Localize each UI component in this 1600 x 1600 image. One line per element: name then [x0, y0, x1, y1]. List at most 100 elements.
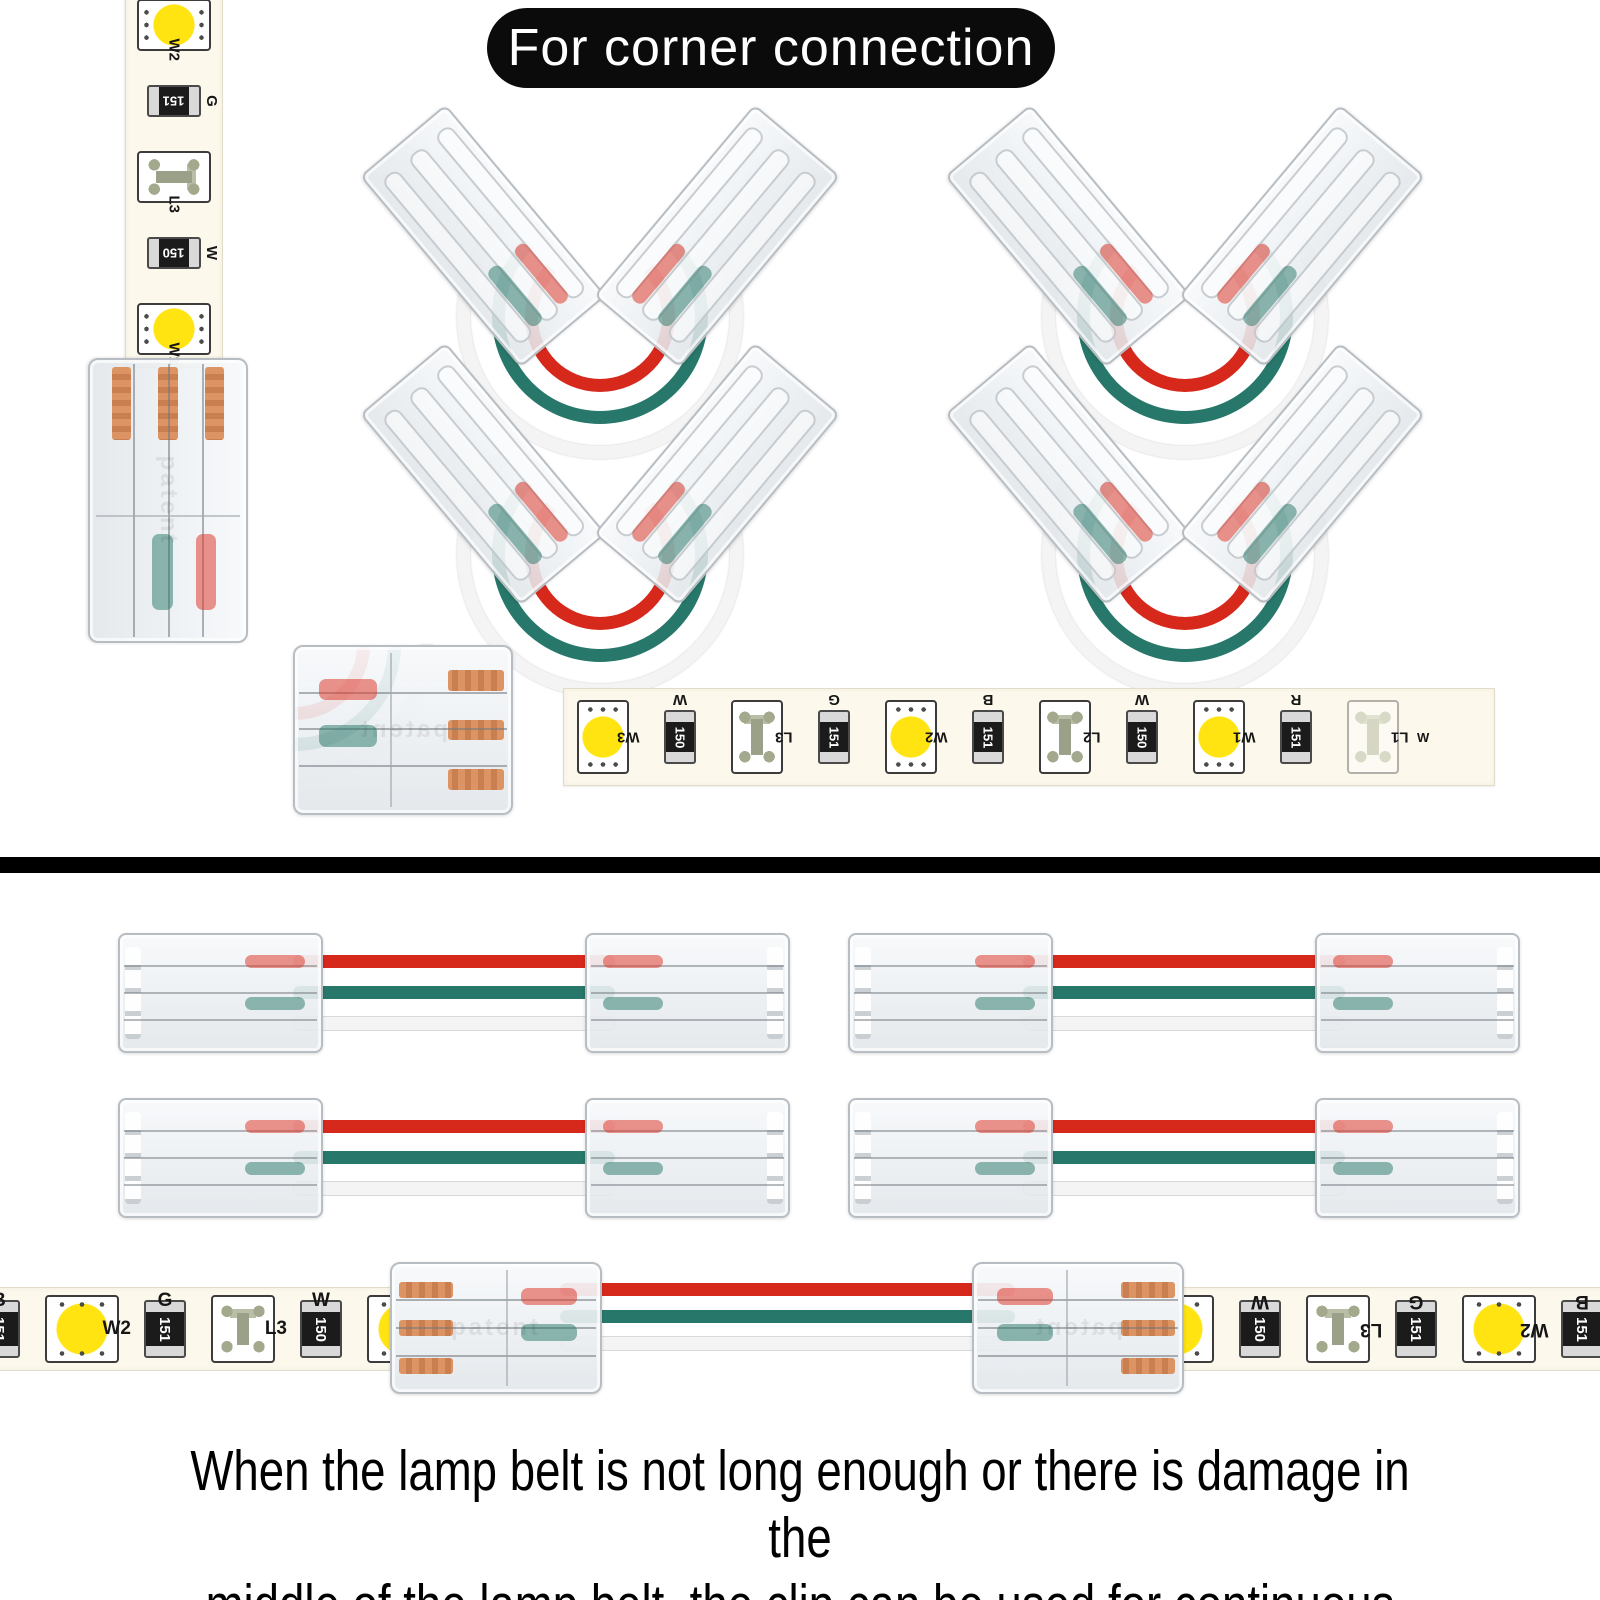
jumper-wire-green [293, 1151, 615, 1164]
red-wire-channel [996, 1288, 1054, 1305]
jumper-wire-red [293, 1120, 615, 1133]
component-body [730, 700, 783, 774]
component-body: 151 [1395, 1300, 1437, 1358]
jumper-wire-red [1023, 955, 1345, 968]
component-label: W2 [102, 1318, 132, 1339]
component-body: 150 [1125, 710, 1158, 764]
strip-component: 151 B [1550, 1288, 1600, 1370]
resistor-value: 151 [1573, 1316, 1591, 1342]
strip-component: W2 [31, 1288, 133, 1370]
component-body: 150 [1239, 1300, 1281, 1358]
component-body: 151 [1279, 710, 1312, 764]
jumper-wire-green [1023, 986, 1345, 999]
strip-component: L1 [1334, 689, 1411, 785]
led-strip: W2 151 G L3 150 W [125, 0, 223, 368]
strip-component: 150 W [289, 1288, 353, 1370]
resistor-value: 150 [163, 245, 185, 261]
red-wire-channel [520, 1288, 578, 1305]
emboss-label: patent [451, 1314, 541, 1341]
green-wire-channel [520, 1324, 578, 1341]
corner-connector [935, 342, 1435, 697]
component-body [1183, 1295, 1214, 1363]
jumper-wire-green [1023, 1151, 1345, 1164]
clip-right [585, 933, 790, 1053]
badge-label: For corner connection [507, 19, 1035, 77]
component-body [884, 700, 937, 774]
bottom-right-led-strip: 150 W L3 151 G W2 [1183, 1287, 1600, 1371]
component-body: 150 [300, 1300, 342, 1358]
led-strip: 150 W L3 151 G W2 [1183, 1287, 1600, 1371]
component-label: B [0, 1290, 6, 1312]
jumper-wire-white [293, 1016, 615, 1031]
strip-component: L3 [126, 139, 222, 215]
straight-connector [848, 1098, 1520, 1218]
strip-component: W1 [1180, 689, 1257, 785]
strip-component: 151 G [133, 1288, 197, 1370]
caption-text: When the lamp belt is not long enough or… [160, 1438, 1440, 1600]
component-body: 151 [147, 85, 201, 117]
jumper-wire-white [293, 1181, 615, 1196]
component-label: W3 [616, 728, 640, 746]
jumper-wire-green [293, 986, 615, 999]
component-label: G [827, 691, 840, 708]
component-label: W [312, 1290, 330, 1311]
strip-connector-clip-right: patent [972, 1262, 1184, 1394]
component-label: L3 [1359, 1319, 1382, 1340]
clip-right [585, 1098, 790, 1218]
strip-component: 151 R [1257, 689, 1334, 785]
resistor-value: 150 [1251, 1316, 1269, 1342]
component-label: G [1408, 1291, 1424, 1312]
vertical-led-strip: W2 151 G L3 150 W [125, 0, 223, 368]
strip-component: L2 [1026, 689, 1103, 785]
resistor-value: 150 [671, 726, 687, 748]
resistor-value: 150 [1133, 726, 1149, 748]
jumper-wire-red [560, 1283, 1015, 1296]
component-label: G [203, 95, 220, 107]
component-body: 150 [663, 710, 696, 764]
component-body [576, 700, 629, 774]
emboss-label: patent [358, 716, 448, 743]
clip-left [848, 1098, 1053, 1218]
component-body [367, 1295, 392, 1363]
component-body [1192, 700, 1245, 774]
component-label: W2 [924, 728, 948, 746]
strip-component: W2 [1448, 1288, 1550, 1370]
clip-right [1315, 1098, 1520, 1218]
component-label: W2 [165, 38, 183, 62]
strip-component [1183, 1288, 1228, 1370]
resistor-value: 150 [312, 1316, 330, 1342]
clip-left [848, 933, 1053, 1053]
jumper-wire-white [1023, 1181, 1345, 1196]
component-body [1306, 1295, 1370, 1363]
component-body: 151 [1561, 1300, 1600, 1358]
straight-connector [118, 1098, 790, 1218]
component-body [1038, 700, 1091, 774]
strip-component: 150 W [641, 689, 718, 785]
strip-connector-clip-horizontal: patent [293, 645, 513, 815]
component-body: 150 [147, 237, 201, 269]
jumper-wire-white [560, 1336, 1017, 1351]
jumper-wire-green [560, 1310, 1015, 1323]
component-label: W1 [1232, 728, 1256, 746]
resistor-value: 151 [825, 726, 841, 748]
corner-connection-badge: For corner connection [487, 8, 1055, 88]
strip-component: 151 G [795, 689, 872, 785]
component-body [1346, 700, 1399, 774]
strip-connector-clip-left: patent [390, 1262, 602, 1394]
caption-line-1: When the lamp belt is not long enough or… [190, 1439, 1410, 1570]
strip-component: 150 W [126, 215, 222, 291]
strip-component: 151 B [949, 689, 1026, 785]
component-body: 151 [971, 710, 1004, 764]
component-body [211, 1295, 275, 1363]
component-label: W [1134, 691, 1149, 708]
component-label: W [203, 245, 220, 261]
led-strip: 151 B W2 151 G L3 [0, 1287, 392, 1371]
strip-component: W3 [564, 689, 641, 785]
component-label: R [1290, 691, 1301, 708]
component-label: L3 [775, 728, 793, 746]
strip-component: 151 G [1384, 1288, 1448, 1370]
clip-right [1315, 933, 1520, 1053]
strip-component: W2 [126, 0, 222, 63]
jumper-wire-red [293, 955, 615, 968]
strip-component: 150 W [1228, 1288, 1292, 1370]
